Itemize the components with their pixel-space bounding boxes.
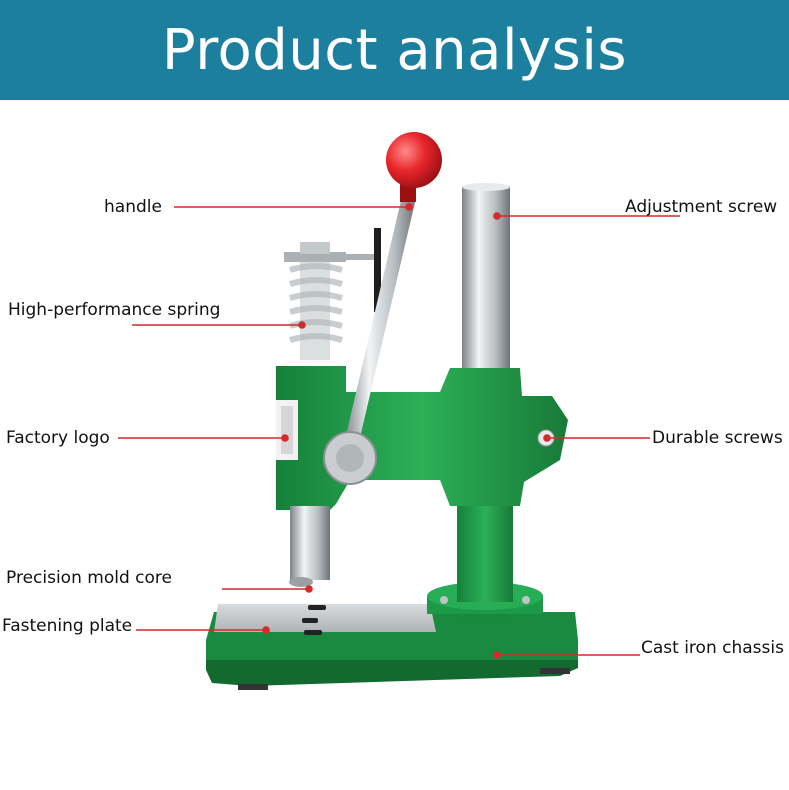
title-banner: Product analysis bbox=[0, 0, 789, 100]
callout-spring: High-performance spring bbox=[8, 300, 221, 320]
callout-factory-logo: Factory logo bbox=[6, 428, 110, 448]
callout-durable-screws: Durable screws bbox=[652, 428, 783, 448]
callout-mold-core: Precision mold core bbox=[6, 568, 172, 588]
page-title: Product analysis bbox=[161, 17, 628, 83]
callout-adjustment-screw: Adjustment screw bbox=[625, 197, 778, 217]
callout-handle: handle bbox=[104, 197, 162, 217]
red-knob-icon bbox=[386, 132, 442, 188]
handle bbox=[323, 132, 442, 485]
adjustment-screw bbox=[462, 186, 510, 376]
main-body bbox=[276, 366, 568, 510]
fastening-plate bbox=[214, 604, 436, 635]
high-performance-spring bbox=[284, 228, 381, 360]
precision-mold-core bbox=[290, 506, 330, 580]
callout-fastening-plate: Fastening plate bbox=[2, 616, 133, 636]
callout-chassis: Cast iron chassis bbox=[641, 638, 784, 658]
lower-column bbox=[457, 506, 513, 602]
